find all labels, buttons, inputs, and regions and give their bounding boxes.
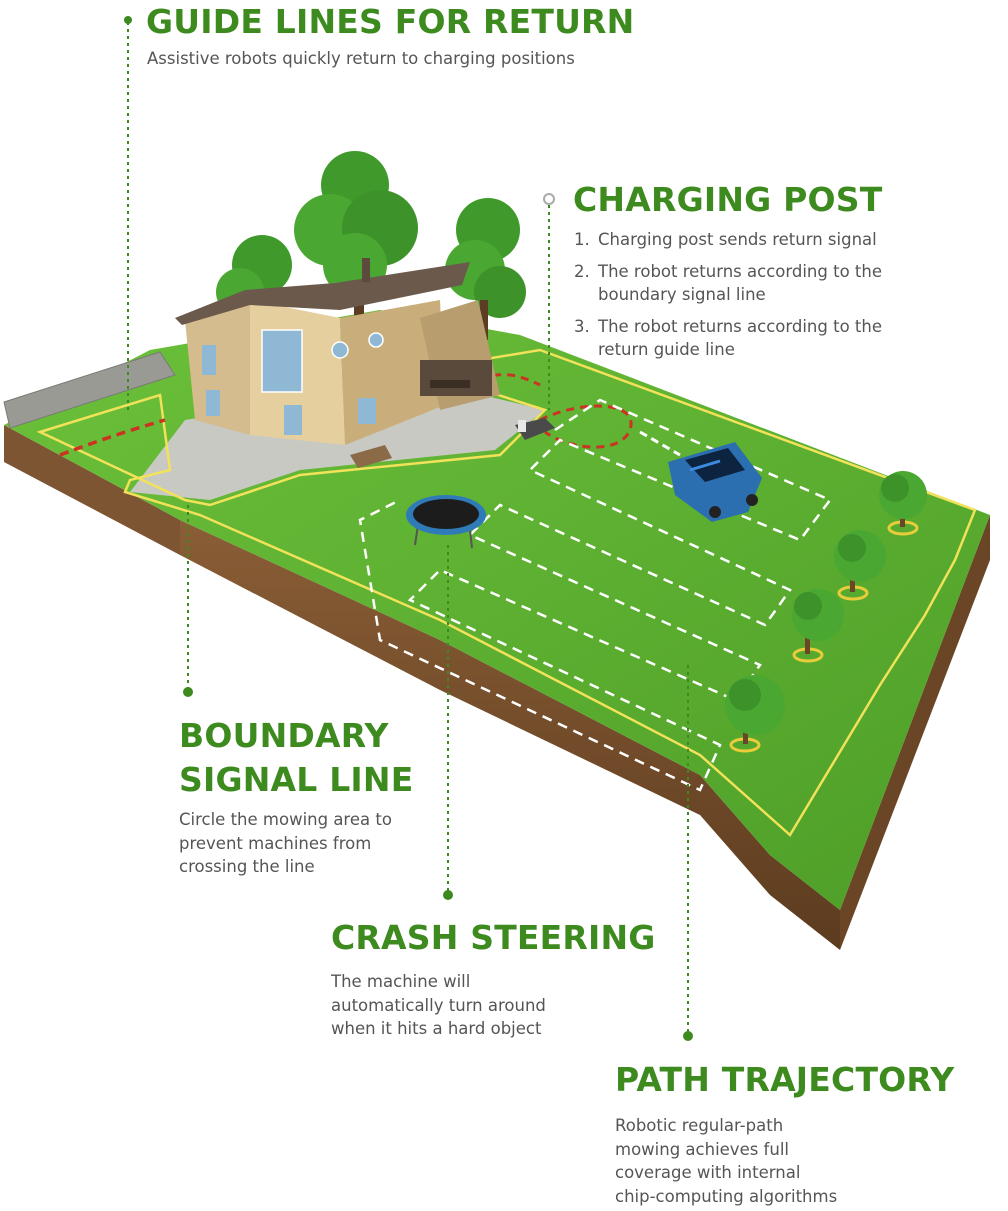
crash-steering-title: CRASH STEERING [331,918,656,957]
path-trajectory-title: PATH TRAJECTORY [615,1060,955,1099]
boundary-title: BOUNDARY SIGNAL LINE [179,716,414,799]
charging-post-title: CHARGING POST [573,180,883,219]
trampoline [406,495,486,549]
path-trajectory [358,398,832,792]
boundary-description: Circle the mowing area to prevent machin… [179,810,392,876]
return-guide-loop [539,404,633,449]
charging-station [515,418,555,440]
soil-block [4,425,990,950]
robot-mower [668,442,762,522]
path-trajectory-description: Robotic regular-path mowing achieves ful… [615,1116,838,1206]
charging-post-steps: 1. Charging post sends return signal 2. … [574,228,882,370]
stone-wall [3,351,176,429]
leader-lines [124,16,693,1041]
garden-trees [725,471,927,753]
crash-steering-description: The machine will automatically turn arou… [331,972,546,1038]
boundary-signal-wire [36,348,977,837]
guide-lines-title: GUIDE LINES FOR RETURN [146,2,635,41]
guide-lines-description: Assistive robots quickly return to charg… [147,49,575,68]
house [175,258,500,468]
charging-step: 1. Charging post sends return signal [574,230,877,249]
